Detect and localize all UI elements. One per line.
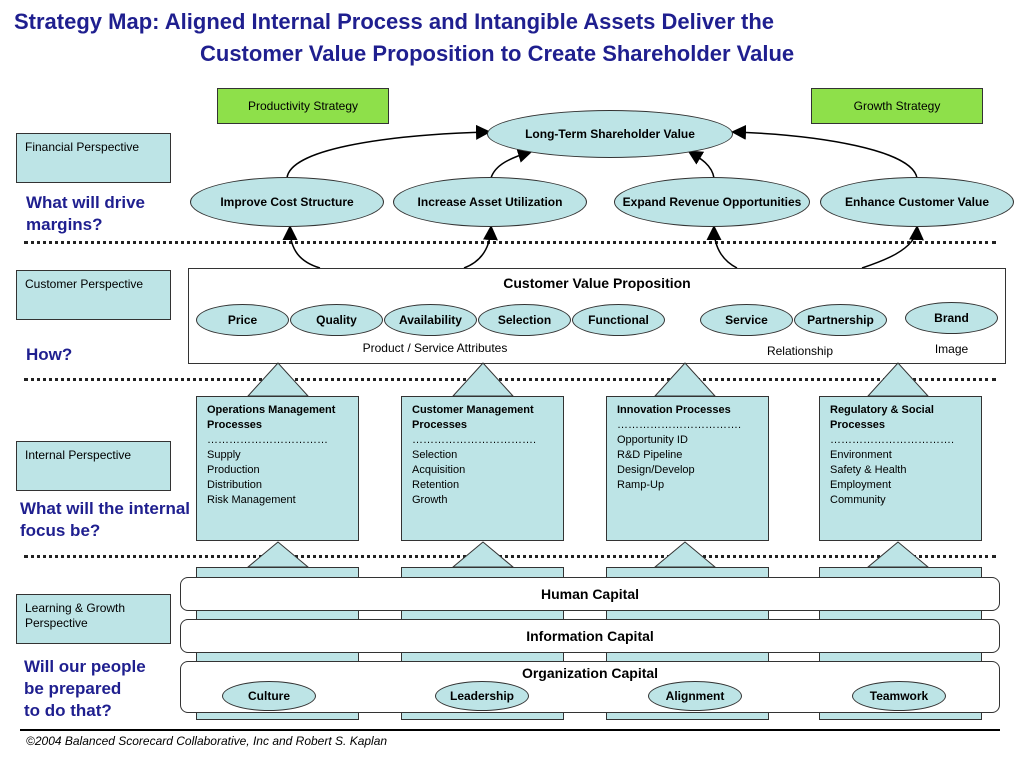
page-title-line1: Strategy Map: Aligned Internal Process a…	[14, 9, 775, 34]
attribute-oval: Price	[196, 304, 289, 336]
customer-question: How?	[26, 345, 73, 364]
org-item-oval: Teamwork	[852, 681, 946, 711]
process-item: Design/Develop	[617, 464, 695, 476]
information-capital-bar: Information Capital	[180, 619, 1000, 653]
process-title: Operations Management Processes	[207, 404, 336, 431]
copyright-footer: ©2004 Balanced Scorecard Collaborative, …	[26, 734, 388, 748]
process-title: Customer Management Processes	[412, 404, 534, 431]
process-item: Risk Management	[207, 494, 296, 506]
learning-question: Will our people be prepared to do that?	[24, 656, 146, 722]
process-box: Customer Management Processes ……………………………	[401, 396, 564, 541]
process-title: Innovation Processes	[617, 404, 731, 416]
process-item: Retention	[412, 479, 460, 491]
process-item: Acquisition	[412, 464, 466, 476]
financial-objective-oval: Expand Revenue Opportunities	[614, 177, 810, 227]
relationship-oval: Partnership	[794, 304, 887, 336]
financial-question: What will drive margins?	[26, 193, 146, 234]
org-item-oval: Alignment	[648, 681, 742, 711]
relationship-label: Relationship	[766, 344, 834, 358]
customer-value-proposition-title: Customer Value Proposition	[503, 275, 691, 291]
internal-perspective-label: Internal Perspective	[16, 441, 171, 491]
process-item: Production	[207, 464, 260, 476]
process-title: Regulatory & Social Processes	[830, 404, 934, 431]
learning-question-line: be prepared	[24, 679, 122, 698]
learning-question-line: to do that?	[24, 701, 112, 720]
process-divider: …………………………….	[830, 434, 955, 446]
org-item-oval: Culture	[222, 681, 316, 711]
internal-question: What will the internal focus be?	[20, 499, 191, 540]
attribute-oval: Quality	[290, 304, 383, 336]
financial-objective-oval: Enhance Customer Value	[820, 177, 1014, 227]
process-item: Supply	[207, 449, 241, 461]
process-item: Ramp-Up	[617, 479, 665, 491]
human-capital-bar: Human Capital	[180, 577, 1000, 611]
financial-perspective-label: Financial Perspective	[16, 133, 171, 183]
relationship-oval: Service	[700, 304, 793, 336]
process-item: Growth	[412, 494, 448, 506]
image-label: Image	[934, 342, 969, 356]
org-item-oval: Leadership	[435, 681, 529, 711]
process-box: Regulatory & Social Processes ……………………………	[819, 396, 982, 541]
process-divider: …………………………….	[617, 419, 742, 431]
organization-capital-title: Organization Capital	[521, 665, 659, 681]
process-item: Community	[830, 494, 886, 506]
footer-rule	[20, 729, 1000, 731]
process-item: Safety & Health	[830, 464, 907, 476]
process-item: R&D Pipeline	[617, 449, 683, 461]
process-item: Selection	[412, 449, 458, 461]
process-item: Environment	[830, 449, 892, 461]
process-item: Opportunity ID	[617, 434, 688, 446]
productivity-strategy-box: Productivity Strategy	[217, 88, 389, 124]
brand-oval: Brand	[905, 302, 998, 334]
growth-strategy-box: Growth Strategy	[811, 88, 983, 124]
learning-question-line: Will our people	[24, 657, 146, 676]
attribute-oval: Selection	[478, 304, 571, 336]
page-title-line2: Customer Value Proposition to Create Sha…	[200, 41, 795, 66]
learning-perspective-label: Learning & Growth Perspective	[16, 594, 171, 644]
separator-line	[24, 378, 996, 381]
process-box: Operations Management Processes ………………………	[196, 396, 359, 541]
separator-line	[24, 555, 996, 558]
process-divider: ……………………………	[207, 434, 328, 446]
process-item: Distribution	[207, 479, 263, 491]
separator-line	[24, 241, 996, 244]
long-term-shareholder-value-oval: Long-Term Shareholder Value	[487, 110, 733, 158]
product-service-attributes-label: Product / Service Attributes	[362, 341, 508, 355]
financial-objective-oval: Increase Asset Utilization	[393, 177, 587, 227]
process-box: Innovation Processes ……………………………. Opport…	[606, 396, 769, 541]
process-divider: …………………………….	[412, 434, 537, 446]
process-item: Employment	[830, 479, 892, 491]
attribute-oval: Functional	[572, 304, 665, 336]
attribute-oval: Availability	[384, 304, 477, 336]
customer-perspective-label: Customer Perspective	[16, 270, 171, 320]
financial-objective-oval: Improve Cost Structure	[190, 177, 384, 227]
